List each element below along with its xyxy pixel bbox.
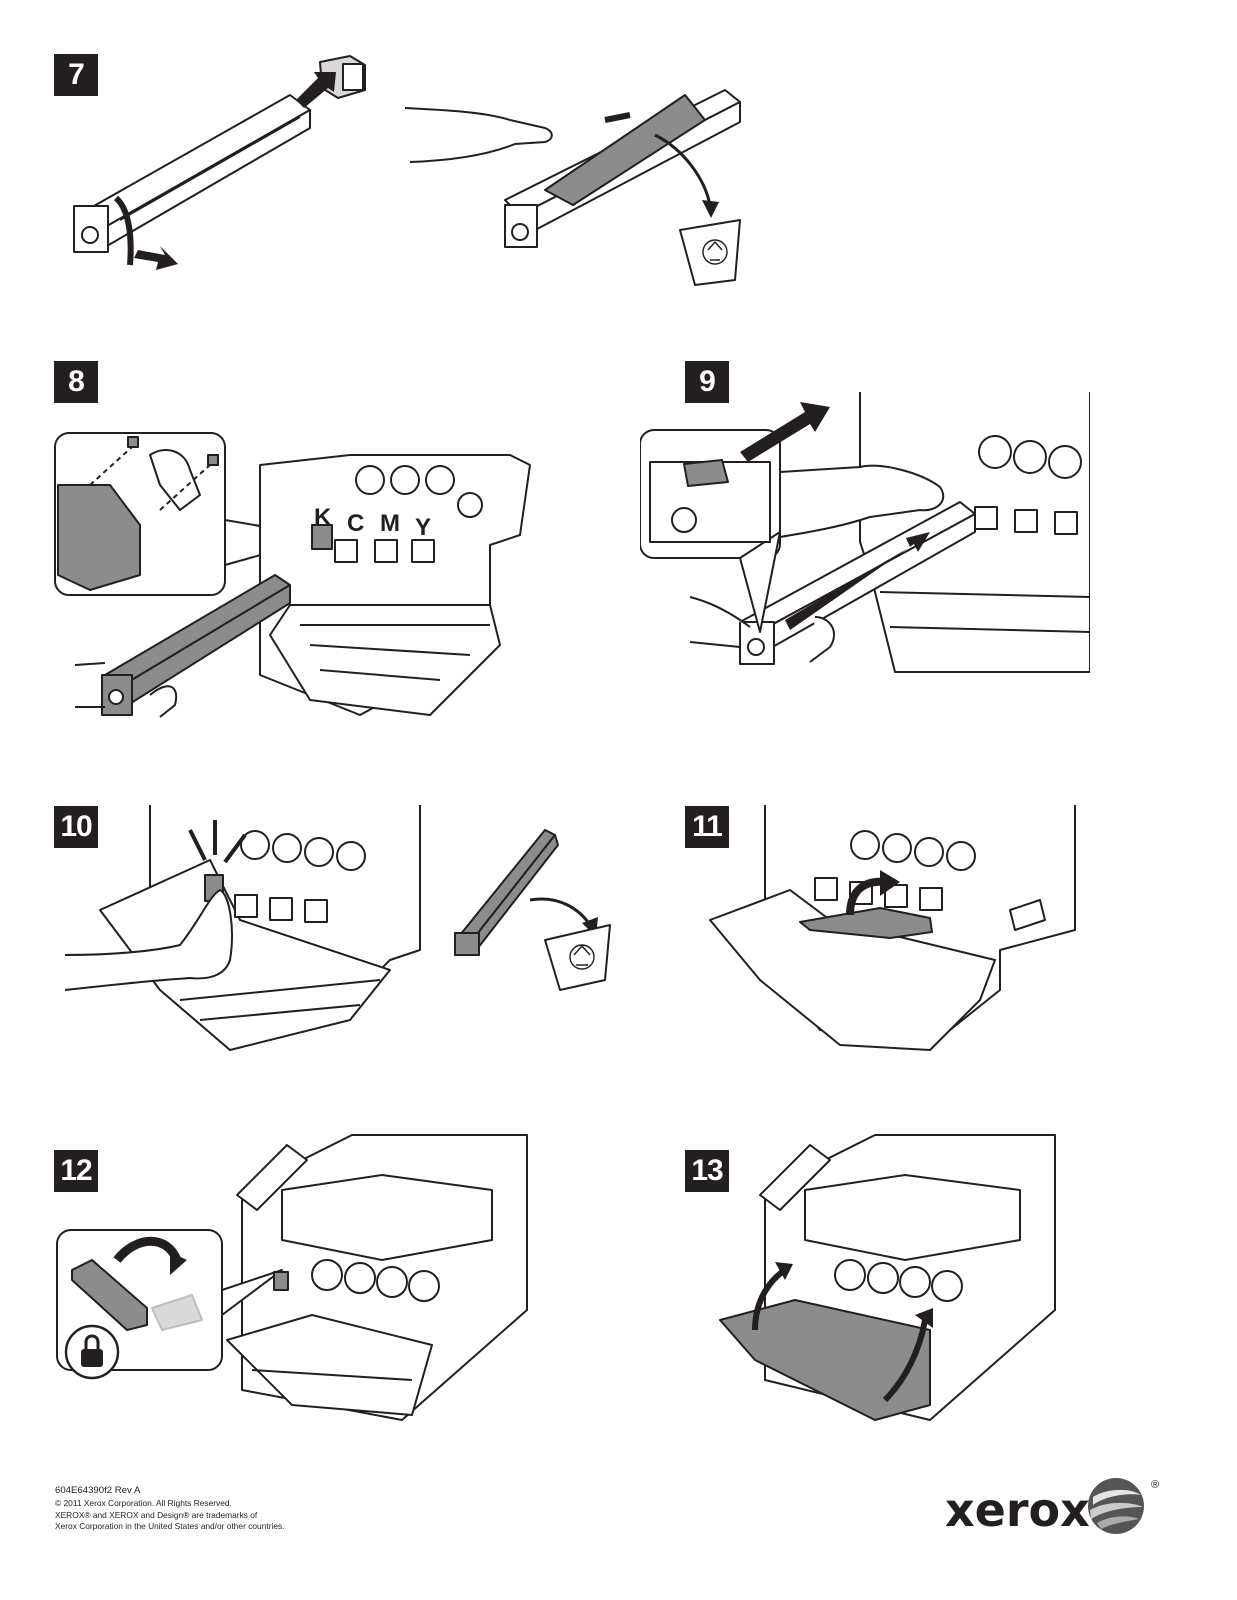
step-number: 11 xyxy=(692,810,723,843)
document-code: 604E64390f2 Rev A xyxy=(55,1485,141,1496)
old-cartridge xyxy=(454,829,559,956)
lever xyxy=(799,907,933,939)
tape-strip xyxy=(113,195,134,266)
xerox-logo: xerox ® xyxy=(945,1475,1175,1555)
trademark-line-2: Xerox Corporation in the United States a… xyxy=(55,1521,285,1532)
protective-cover xyxy=(544,94,706,206)
step-8-badge: 8 xyxy=(54,361,98,403)
detail-callout xyxy=(640,429,781,633)
arrow-icon xyxy=(134,246,178,270)
step-7-remove-caps-illustration xyxy=(60,50,390,280)
step-number: 12 xyxy=(60,1154,92,1187)
step-number: 9 xyxy=(699,365,716,398)
imaging-unit-cartridge xyxy=(101,574,291,716)
hand-icon xyxy=(779,464,945,538)
step-7-remove-cover-illustration xyxy=(405,80,765,290)
step-8-insert-cartridge-illustration: K C M Y xyxy=(50,425,540,725)
imaging-unit-cartridge xyxy=(73,94,311,253)
footer-legal: 604E64390f2 Rev A © 2011 Xerox Corporati… xyxy=(55,1485,285,1533)
step-12-lock-lever-illustration xyxy=(52,1130,537,1430)
hand-icon xyxy=(64,889,233,991)
arrow-icon xyxy=(880,870,900,896)
arrow-icon xyxy=(170,1252,187,1275)
step-13-close-door-illustration xyxy=(715,1130,1060,1430)
recycle-bin-icon xyxy=(544,924,611,991)
front-door xyxy=(719,1299,931,1421)
hand-icon xyxy=(405,107,553,163)
step-13-badge: 13 xyxy=(685,1150,729,1192)
registered-mark: ® xyxy=(1151,1479,1160,1491)
recycle-bin-icon xyxy=(679,219,741,286)
arrow-icon xyxy=(775,1262,793,1280)
arrow-icon xyxy=(785,532,930,630)
detail-callout xyxy=(54,432,326,596)
step-10-push-cartridge-illustration xyxy=(60,800,425,1055)
printer-front xyxy=(259,454,531,716)
step-9-badge: 9 xyxy=(685,361,729,403)
step-number: 8 xyxy=(68,365,85,398)
imaging-unit-cartridge xyxy=(739,501,976,665)
step-number: 7 xyxy=(68,58,85,91)
step-11-rotate-lever-illustration xyxy=(700,800,1080,1055)
trademark-line-1: XEROX® and XEROX and Design® are tradema… xyxy=(55,1509,258,1520)
step-7-badge: 7 xyxy=(54,54,98,96)
printer-body xyxy=(226,1134,528,1421)
step-11-badge: 11 xyxy=(685,806,729,848)
step-number: 13 xyxy=(691,1154,723,1187)
arrow-icon xyxy=(702,200,719,218)
sphere-icon xyxy=(1088,1478,1144,1534)
color-label-k: K xyxy=(314,504,332,531)
arrow-icon xyxy=(740,402,830,462)
brand-wordmark: xerox xyxy=(945,1483,1090,1537)
step-9-slide-cartridge-illustration xyxy=(640,392,1090,677)
color-label-m: M xyxy=(380,510,400,537)
step-12-badge: 12 xyxy=(54,1150,98,1192)
color-label-c: C xyxy=(347,510,364,537)
color-label-y: Y xyxy=(415,514,431,541)
copyright-line: © 2011 Xerox Corporation. All Rights Res… xyxy=(55,1498,232,1509)
lock-icon xyxy=(64,1324,120,1380)
step-number: 10 xyxy=(60,810,92,843)
hand-icon xyxy=(74,662,178,718)
step-10-badge: 10 xyxy=(54,806,98,848)
arrow-icon xyxy=(915,1308,933,1328)
step-10-discard-illustration xyxy=(450,825,620,995)
arrow-icon xyxy=(296,72,336,108)
click-indicator xyxy=(188,820,247,864)
printer-front xyxy=(99,805,421,1051)
